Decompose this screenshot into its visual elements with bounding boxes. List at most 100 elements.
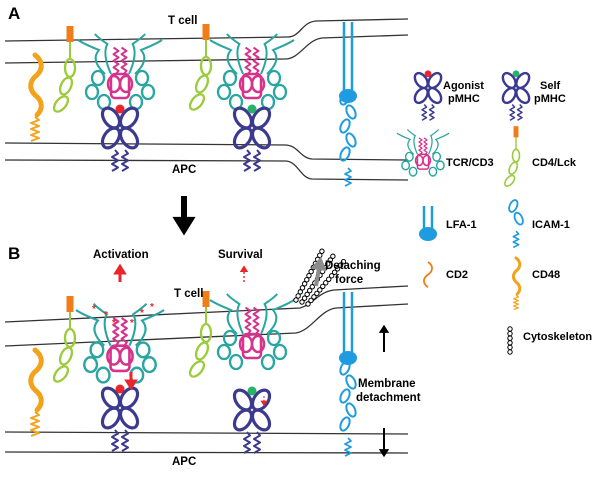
legend-icons [396,70,531,355]
zigzag-tail [512,230,520,249]
lfa1-b [339,292,357,365]
tcr-tail-1 [406,129,418,155]
agonist-pmhc-b [100,384,140,452]
mhc-alpha1-domain [100,106,122,130]
cytoskeleton-filament-3 [305,259,347,307]
zigzag-tail [421,104,428,121]
cd4-d2 [188,93,206,111]
tcr-b-right [209,293,295,371]
actin-monomer-3 [507,335,513,341]
cd3-body [109,344,131,373]
icam-domain-4 [339,146,351,162]
zigzag-tail [112,317,120,347]
icam-domain-0 [339,360,351,376]
mhc-alpha3-domain [100,406,122,430]
cd3-body [109,72,131,100]
phospho-mark-3: * [150,302,154,313]
zigzag-tail [120,46,128,75]
mhc-beta2m-domain [118,406,140,430]
tcr-tail-2 [128,302,148,347]
actin-monomer-12 [340,259,347,265]
actin-monomer-12 [319,248,325,254]
tcell-membrane-a-top [4,18,409,42]
tcr-tail-0 [209,39,238,75]
legend-cytoskeleton-label: Cytoskeleton [523,331,593,343]
cd4-d2 [52,365,70,383]
panel-b-letter: B [8,244,21,263]
zigzag-tail [120,317,128,347]
cd4-a-right [188,24,213,111]
mhc-beta2m-domain [250,126,272,150]
zigzag-tail [509,104,516,121]
cd4-d2 [188,360,206,378]
panel-a-letter: A [8,4,21,23]
mhc-alpha2-domain [250,106,272,130]
zigzag-tail [243,149,251,172]
legend-cd4-icon [504,126,521,187]
arrow-head [124,379,138,391]
panel-a-apc-label: APC [172,164,197,176]
cd4-d4 [511,148,521,163]
cd3-body [241,332,263,360]
tcr-domain-3 [435,160,445,171]
tcr-domain-4 [95,366,111,384]
tcr-tail-3 [266,39,295,75]
cd48-body [511,256,522,296]
tcell-up-arrow [378,324,390,352]
lfa1-headpiece [419,227,437,241]
mhc-alpha2-domain [515,71,531,90]
zigzag-tail [418,137,423,155]
transition-arrow-a-to-b [172,196,196,236]
self-pmhc-a [232,104,272,172]
icam-domain-2 [339,118,351,134]
tcr-b-left [75,302,165,384]
zigzag-tail [344,437,352,457]
cd3-gamma [250,334,266,354]
icam-domain-3 [345,132,357,148]
tcr-domain-1 [216,83,232,101]
legend-agonist-pmhc-icon [413,70,443,121]
icam-domain-4 [339,416,351,432]
apc-membrane-a-bottom [4,159,409,181]
peptide [115,384,125,394]
legend-self-pmhc-icon [501,70,531,121]
icam-domain-3 [345,402,357,418]
tcr-a-left [77,33,163,111]
icam-domain-1 [345,374,357,390]
tcr-tail-0 [75,309,105,347]
apc-down-arrow [378,428,390,458]
zigzag-tail [243,431,251,454]
tcell-membrane-b-bottom [4,303,409,347]
cd2-body [423,261,433,288]
lck-kinase [66,26,74,42]
cd3-body [241,72,263,100]
zigzag-tail [111,149,119,172]
mhc-alpha3-domain [501,86,517,105]
survival-arrow [239,265,249,282]
mhc-alpha3-domain [100,126,122,150]
tcr-tail-1 [226,293,244,335]
zigzag-tail [244,46,252,75]
actin-monomer-5 [507,326,513,332]
mhc-alpha1-domain [413,71,429,90]
cd3-body [416,153,430,170]
zigzag-tail [344,167,352,187]
zigzag-tail [112,46,120,75]
peptide [247,386,257,396]
tcr-a-right [209,33,295,111]
legend-cd4-label: CD4/Lck [532,157,577,169]
tcr-domain-1 [84,83,100,101]
tcr-tail-1 [94,33,112,75]
zigzag-tail [30,411,40,437]
legend-agonist-label-1: Agonist [443,80,484,92]
tcr-domain-1 [216,343,232,361]
cd4-d4 [199,322,213,344]
zigzag-tail [121,429,129,452]
arrow-head [113,263,127,275]
peptide [424,70,432,78]
apc-membrane-b-top [4,431,409,435]
panel-b-apc-label: APC [172,456,197,468]
tcr-tail-2 [428,129,440,155]
self-pmhc-b [232,386,272,454]
